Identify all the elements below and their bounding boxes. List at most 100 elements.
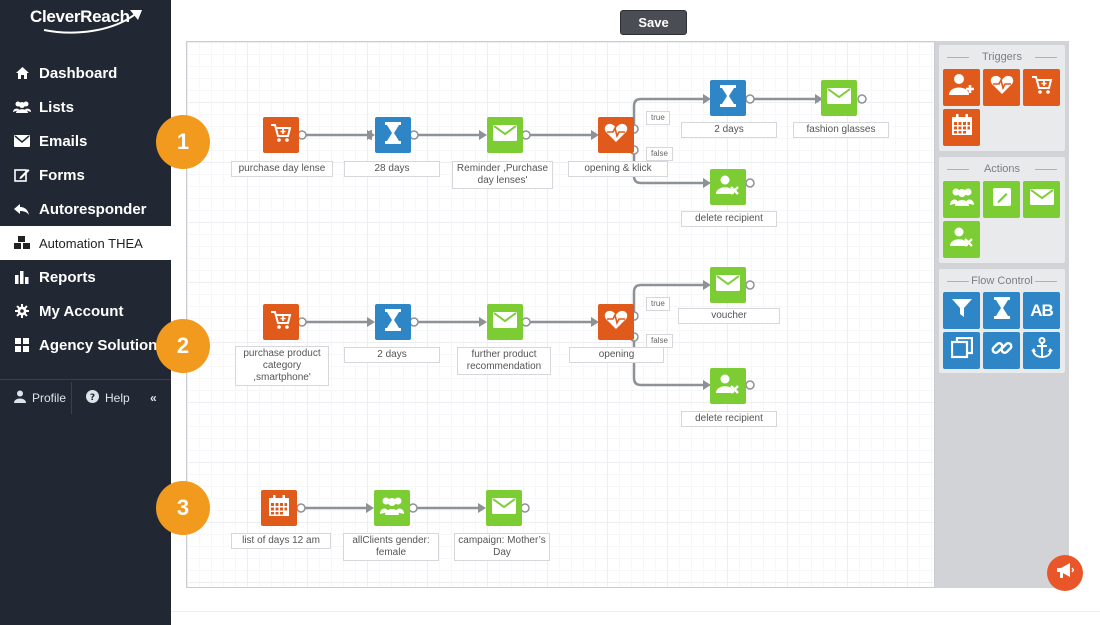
hourglass-icon — [719, 84, 737, 112]
svg-text:?: ? — [90, 393, 95, 403]
sidebar-item-autoresponder[interactable]: Autoresponder — [0, 192, 171, 226]
delete-recipient-node[interactable] — [710, 368, 746, 404]
split-tile[interactable] — [943, 332, 980, 369]
send-email-node[interactable] — [710, 267, 746, 303]
branch-true-tag: true — [646, 297, 670, 311]
user-remove-icon — [949, 227, 974, 252]
sidebar: CleverReach Dashboard Lists — [0, 0, 171, 625]
add-subscriber-trigger-tile[interactable] — [943, 69, 980, 106]
wait-node[interactable] — [375, 117, 411, 153]
node-label[interactable]: purchase day lense — [231, 161, 333, 177]
node-label[interactable]: voucher — [678, 308, 780, 324]
group-action-tile[interactable] — [943, 181, 980, 218]
envelope-icon — [492, 497, 516, 519]
flow-control-section: Flow Control AB — [939, 269, 1065, 373]
cart-trigger-tile[interactable] — [1023, 69, 1060, 106]
branch-false-tag: false — [646, 334, 673, 348]
send-email-node[interactable] — [821, 80, 857, 116]
sidebar-item-label: My Account — [39, 302, 124, 320]
sidebar-item-lists[interactable]: Lists — [0, 90, 171, 124]
brand-logo[interactable]: CleverReach — [30, 7, 130, 27]
wait-tile[interactable] — [983, 292, 1020, 329]
opening-trigger-tile[interactable] — [983, 69, 1020, 106]
date-trigger-node[interactable] — [261, 490, 297, 526]
date-trigger-tile[interactable] — [943, 109, 980, 146]
profile-label: Profile — [32, 391, 67, 405]
node-label[interactable]: delete recipient — [681, 411, 777, 427]
sidebar-item-label: Agency Solution — [39, 336, 158, 354]
node-label[interactable]: opening — [569, 347, 664, 363]
delete-recipient-action-tile[interactable] — [943, 221, 980, 258]
branch-true-tag: true — [646, 111, 670, 125]
anchor-tile[interactable] — [1023, 332, 1060, 369]
copy-icon — [950, 336, 973, 364]
flow-badge-1: 1 — [156, 115, 210, 169]
save-button[interactable]: Save — [620, 10, 687, 35]
wait-node[interactable] — [375, 304, 411, 340]
trigger-node-cart[interactable] — [263, 304, 299, 340]
trigger-node-cart[interactable] — [263, 117, 299, 153]
logo-swoosh-icon — [43, 10, 142, 34]
footer-divider-line — [171, 611, 1100, 612]
link-tile[interactable] — [983, 332, 1020, 369]
sidebar-item-label: Lists — [39, 98, 75, 116]
send-email-node[interactable] — [486, 490, 522, 526]
bar-chart-icon — [13, 269, 31, 285]
delete-recipient-node[interactable] — [710, 169, 746, 205]
reply-icon — [13, 201, 31, 217]
edit-action-tile[interactable] — [983, 181, 1020, 218]
sidebar-item-automation-thea[interactable]: Automation THEA — [0, 226, 171, 260]
node-label[interactable]: campaign: Mother’s Day — [454, 533, 550, 561]
heart-pulse-icon — [604, 123, 628, 148]
sidebar-item-label: Forms — [39, 166, 85, 184]
flow-badge-3: 3 — [156, 481, 210, 535]
help-link[interactable]: ? Help — [72, 390, 140, 406]
node-label[interactable]: delete recipient — [681, 211, 777, 227]
sidebar-item-reports[interactable]: Reports — [0, 260, 171, 294]
group-icon — [380, 496, 404, 521]
node-label[interactable]: 2 days — [681, 122, 777, 138]
hourglass-icon — [384, 121, 402, 149]
opening-trigger-node[interactable] — [598, 117, 634, 153]
edit-icon — [13, 167, 31, 183]
support-button[interactable] — [1047, 555, 1083, 591]
opening-trigger-node[interactable] — [598, 304, 634, 340]
element-palette: Triggers Ac — [935, 41, 1069, 588]
user-remove-icon — [716, 175, 740, 200]
node-label[interactable]: further product recommendation — [457, 347, 551, 375]
sidebar-item-label: Reports — [39, 268, 96, 286]
email-action-tile[interactable] — [1023, 181, 1060, 218]
sidebar-item-my-account[interactable]: My Account — [0, 294, 171, 328]
sidebar-item-emails[interactable]: Emails — [0, 124, 171, 158]
wait-node[interactable] — [710, 80, 746, 116]
collapse-sidebar-button[interactable]: « — [140, 391, 157, 405]
sidebar-item-dashboard[interactable]: Dashboard — [0, 56, 171, 90]
filter-tile[interactable] — [943, 292, 980, 329]
node-label[interactable]: 28 days — [344, 161, 440, 177]
send-email-node[interactable] — [487, 304, 523, 340]
footer-divider — [71, 382, 72, 414]
cart-icon — [270, 123, 292, 148]
sidebar-item-label: Emails — [39, 132, 88, 150]
envelope-icon — [1029, 189, 1054, 210]
envelope-icon — [827, 87, 851, 109]
profile-link[interactable]: Profile — [0, 390, 71, 406]
sidebar-footer: Profile ? Help « — [0, 382, 171, 414]
ab-test-tile[interactable]: AB — [1023, 292, 1060, 329]
node-label[interactable]: opening & klick — [568, 161, 668, 177]
filter-group-node[interactable] — [374, 490, 410, 526]
gear-icon — [13, 303, 31, 319]
node-label[interactable]: fashion glasses — [793, 122, 889, 138]
node-label[interactable]: purchase product category ,smartphone' — [235, 346, 329, 386]
hourglass-icon — [993, 297, 1011, 324]
node-label[interactable]: Reminder ,Purchase day lenses' — [452, 161, 553, 189]
user-remove-icon — [716, 374, 740, 399]
node-label[interactable]: list of days 12 am — [231, 533, 331, 549]
node-label[interactable]: allClients gender: female — [343, 533, 439, 561]
sidebar-item-agency-solution[interactable]: Agency Solution — [0, 328, 171, 362]
node-label[interactable]: 2 days — [344, 347, 440, 363]
send-email-node[interactable] — [487, 117, 523, 153]
link-icon — [991, 337, 1013, 364]
sidebar-item-forms[interactable]: Forms — [0, 158, 171, 192]
